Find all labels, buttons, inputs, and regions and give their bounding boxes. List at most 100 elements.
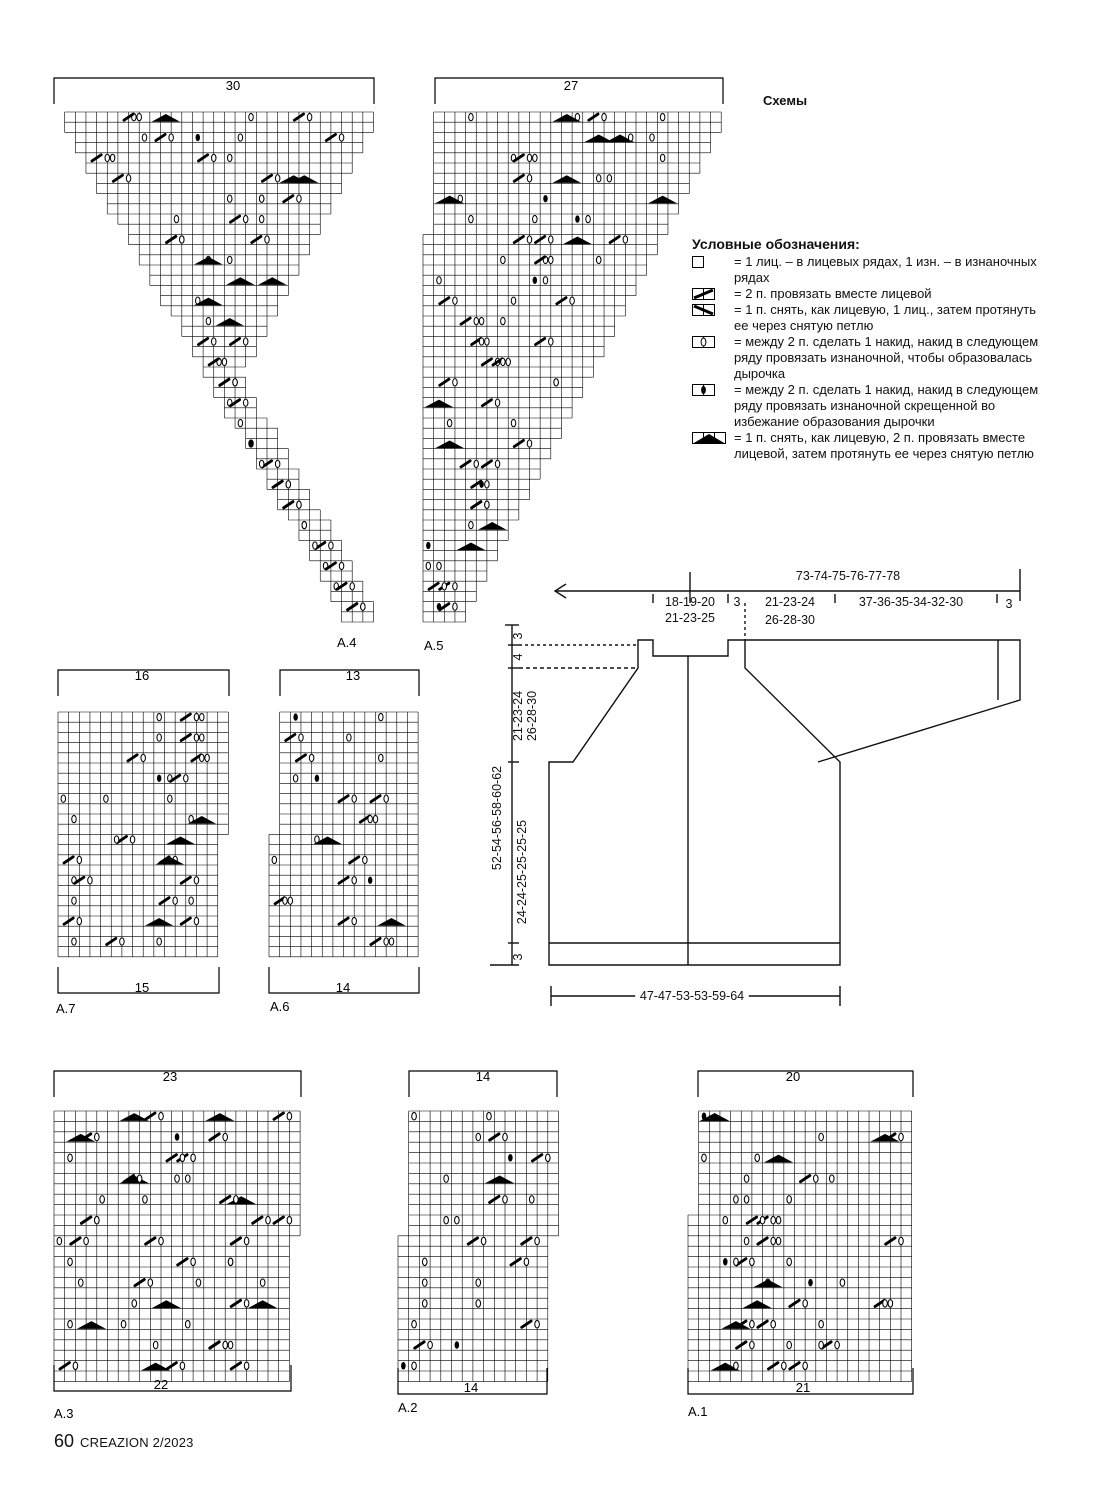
chart-a2-yarn-over-mark <box>411 1361 417 1371</box>
chart-a7-yarn-over-mark <box>119 937 125 946</box>
chart-a2: 14 14 A.2 <box>397 1069 559 1415</box>
chart-a5-yarn-over-mark <box>484 500 490 509</box>
chart-a4-header-bracket <box>53 77 375 104</box>
chart-a3-yarn-over-mark <box>67 1319 73 1329</box>
chart-a5-sk2po-mark <box>563 236 592 245</box>
chart-a4-yarn-over-mark <box>242 214 249 224</box>
chart-a5-grid-lines <box>422 111 722 623</box>
chart-a1-yarn-over-mark <box>786 1195 792 1204</box>
chart-a7-yarn-over-mark <box>156 937 162 946</box>
chart-a4-label: A.4 <box>337 635 357 650</box>
chart-a5-twisted-yarn-over-mark <box>532 276 538 284</box>
top-dimension-arrow <box>553 583 567 599</box>
chart-a4-yarn-over-mark <box>232 378 238 387</box>
chart-a5-yarn-over-mark <box>510 418 517 428</box>
chart-a6-yarn-over-mark <box>308 753 315 763</box>
label-collar: 4 <box>511 653 525 660</box>
chart-a5-yarn-over-mark <box>659 112 666 122</box>
chart-a6-symbols <box>271 712 406 946</box>
chart-a5-yarn-over-mark <box>452 582 458 591</box>
chart-a2-twisted-yarn-over-mark <box>508 1154 513 1162</box>
chart-a1-bottom-count: 21 <box>796 1380 810 1395</box>
legend-text-knit-purl: = 1 лиц. – в лицевых рядах, 1 изн. – в и… <box>734 254 1037 285</box>
chart-a1-stitch-grid <box>687 1070 914 1395</box>
chart-a5-yarn-over-mark <box>500 255 506 265</box>
chart-a6-footer-bracket <box>268 967 420 994</box>
chart-a7-sk2po-mark <box>155 856 185 865</box>
chart-a7-yarn-over-mark <box>140 753 146 763</box>
chart-a7-twisted-yarn-over-mark <box>156 774 162 782</box>
chart-a2-twisted-yarn-over-mark <box>454 1341 460 1349</box>
chart-a7-yarn-over-mark <box>172 896 178 905</box>
chart-a5-yarn-over-mark <box>468 214 474 224</box>
chart-a5-twisted-yarn-over-mark <box>543 195 548 203</box>
label-body-length: 24-24-25-25-25-25 <box>515 820 529 924</box>
chart-a4-yarn-over-mark <box>306 112 313 122</box>
chart-a4-yarn-over-mark <box>221 357 228 367</box>
chart-a5-yarn-over-mark <box>548 255 554 265</box>
chart-a4-yarn-over-mark <box>274 459 281 469</box>
chart-a2-yarn-over-mark <box>534 1319 540 1329</box>
chart-a1-yarn-over-mark <box>749 1340 755 1350</box>
chart-a7-yarn-over-mark <box>71 896 77 905</box>
chart-a3-yarn-over-mark <box>227 1257 234 1267</box>
chart-a4-yarn-over-mark <box>328 541 334 550</box>
chart-a1-yarn-over-mark <box>770 1215 777 1225</box>
chart-a4-yarn-over-mark <box>285 480 292 489</box>
chart-a6-yarn-over-mark <box>292 774 299 783</box>
chart-a1-yarn-over-mark <box>887 1299 894 1308</box>
chart-a5-yarn-over-mark <box>622 235 629 244</box>
chart-a1-yarn-over-mark <box>743 1195 750 1204</box>
chart-a3-sk2po-mark <box>248 1300 278 1309</box>
chart-a4-yarn-over-mark <box>125 174 132 183</box>
chart-a3-yarn-over-mark <box>243 1361 250 1371</box>
chart-a4-yarn-over-mark <box>210 153 217 163</box>
chart-a5-yarn-over-mark <box>548 235 554 244</box>
chart-a3-yarn-over-mark <box>243 1236 250 1246</box>
chart-a6-yarn-over-mark <box>378 753 384 763</box>
chart-a7-yarn-over-mark <box>156 733 162 742</box>
chart-a4-yarn-over-mark <box>226 194 233 203</box>
chart-a1-label: A.1 <box>688 1404 708 1419</box>
chart-a2-yarn-over-mark <box>421 1278 428 1287</box>
chart-a5-yarn-over-mark <box>494 459 501 469</box>
chart-a6-top-count: 13 <box>346 668 360 683</box>
chart-a1-yarn-over-mark <box>722 1215 729 1225</box>
chart-a5-sk2po-mark <box>477 522 507 530</box>
chart-a1-yarn-over-mark <box>733 1257 739 1267</box>
chart-a1-yarn-over-mark <box>898 1132 904 1142</box>
label-neck-edge: 3 <box>734 595 741 609</box>
chart-a5-yarn-over-mark <box>484 480 490 489</box>
chart-a3-symbols <box>56 1112 293 1371</box>
chart-a7-yarn-over-mark <box>193 876 200 885</box>
chart-a6-yarn-over-mark <box>271 855 278 865</box>
legend-text-skpo: = 1 п. снять, как лицевую, 1 лиц., затем… <box>734 302 1037 333</box>
chart-a2-twisted-yarn-over-mark <box>401 1362 406 1370</box>
chart-a5: 27 A.5 <box>422 77 724 653</box>
chart-a6-twisted-yarn-over-mark <box>367 876 373 884</box>
chart-a2-yarn-over-mark <box>502 1132 508 1142</box>
chart-a6-yarn-over-mark <box>383 794 389 803</box>
chart-a4-yarn-over-mark <box>296 194 302 203</box>
chart-a4-yarn-over-mark <box>168 133 174 142</box>
chart-a7-yarn-over-mark <box>87 876 93 885</box>
chart-a2-yarn-over-mark <box>475 1278 482 1287</box>
chart-a5-yarn-over-mark <box>425 561 432 571</box>
chart-a7-yarn-over-mark <box>198 733 205 742</box>
chart-a5-yarn-over-mark <box>553 378 559 387</box>
chart-a6-yarn-over-mark <box>351 794 357 803</box>
chart-a6-yarn-over-mark <box>383 937 389 946</box>
chart-a2-header-bracket <box>408 1070 558 1097</box>
chart-a1-yarn-over-mark <box>775 1215 782 1225</box>
chart-a1-yarn-over-mark <box>802 1361 808 1371</box>
chart-a7-label: A.7 <box>56 1001 76 1016</box>
chart-a3-sk2po-mark <box>141 1362 171 1371</box>
label-neck-width-2: 21-23-25 <box>665 611 715 625</box>
chart-a2-yarn-over-mark <box>443 1174 449 1183</box>
chart-a3-stitch-grid <box>53 1070 302 1392</box>
label-width: 47-47-53-53-59-64 <box>640 989 744 1003</box>
chart-a3-bottom-count: 22 <box>154 1377 168 1392</box>
chart-a5-yarn-over-mark <box>484 337 490 346</box>
chart-a5-header-bracket <box>434 77 724 104</box>
